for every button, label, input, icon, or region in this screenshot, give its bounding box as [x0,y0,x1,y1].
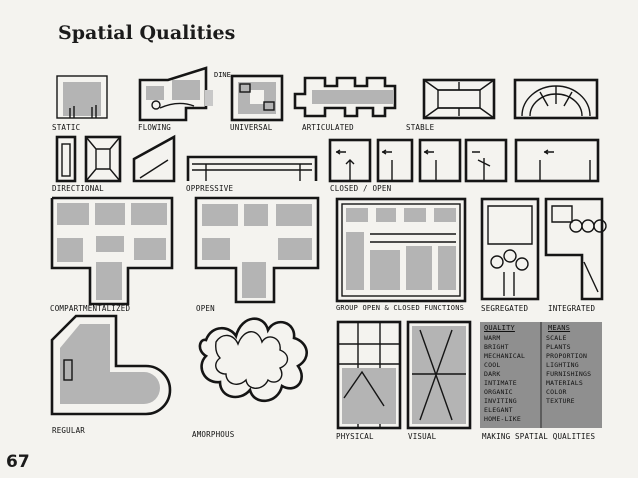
quality-item: ORGANIC [484,388,513,396]
label-universal: UNIVERSAL [230,123,273,132]
compartmentalized-sketch [50,196,174,306]
label-integrated: INTEGRATED [548,304,596,313]
means-item: LIGHTING [546,361,579,369]
page-title: Spatial Qualities [58,22,236,44]
static-sketch [56,75,108,119]
quality-item: WARM [484,334,501,342]
closed-open-sketch [328,138,600,183]
means-item: PROPORTION [546,352,588,360]
stable-sketch [422,78,496,120]
visual-sketch [406,320,472,430]
quality-item: DARK [484,370,501,378]
articulated-sketch [293,76,397,118]
label-directional: DIRECTIONAL [52,184,104,193]
segregated-sketch [480,197,540,301]
label-flowing: FLOWING [138,123,172,132]
page-number: 67 [6,452,30,472]
label-amorphous: AMORPHOUS [192,430,235,439]
means-header: MEANS [548,324,571,332]
means-item: TEXTURE [546,397,575,405]
label-articulated: ARTICULATED [302,123,354,132]
label-static: STATIC [52,123,81,132]
means-item: PLANTS [546,343,571,351]
qualities-panel [480,322,602,428]
amorphous-sketch [198,317,308,403]
label-regular: REGULAR [52,426,86,435]
quality-item: MECHANICAL [484,352,526,360]
label-physical: PHYSICAL [336,432,374,441]
arch-sketch [513,78,599,120]
label-oppressive: OPPRESSIVE [186,184,234,193]
regular-sketch [50,314,172,416]
label-group-functions: GROUP OPEN & CLOSED FUNCTIONS [336,304,465,312]
label-stable: STABLE [406,123,435,132]
label-segregated: SEGREGATED [481,304,529,313]
physical-sketch [336,320,402,430]
means-item: FURNISHINGS [546,370,592,378]
directional-sketch [55,134,176,183]
open-sketch [194,196,320,304]
means-item: SCALE [546,334,567,342]
quality-header: QUALITY [484,324,515,332]
quality-item: INVITING [484,397,517,405]
means-item: COLOR [546,388,567,396]
quality-item: INTIMATE [484,379,517,387]
group-functions-sketch [335,197,467,303]
quality-item: HOME-LIKE [484,415,522,423]
quality-item: ELEGANT [484,406,513,414]
universal-sketch [230,74,284,122]
quality-item: COOL [484,361,501,369]
flowing-sketch [138,66,213,122]
label-open: OPEN [196,304,215,313]
means-item: MATERIALS [546,379,584,387]
label-visual: VISUAL [408,432,437,441]
oppressive-sketch [186,155,318,181]
integrated-sketch [544,197,607,301]
quality-item: BRIGHT [484,343,509,351]
dine-label: DINE [214,71,231,79]
label-making: MAKING SPATIAL QUALITIES [482,432,596,441]
label-compartmentalized: COMPARTMENTALIZED [50,304,131,313]
label-closed-open: CLOSED / OPEN [330,184,392,193]
